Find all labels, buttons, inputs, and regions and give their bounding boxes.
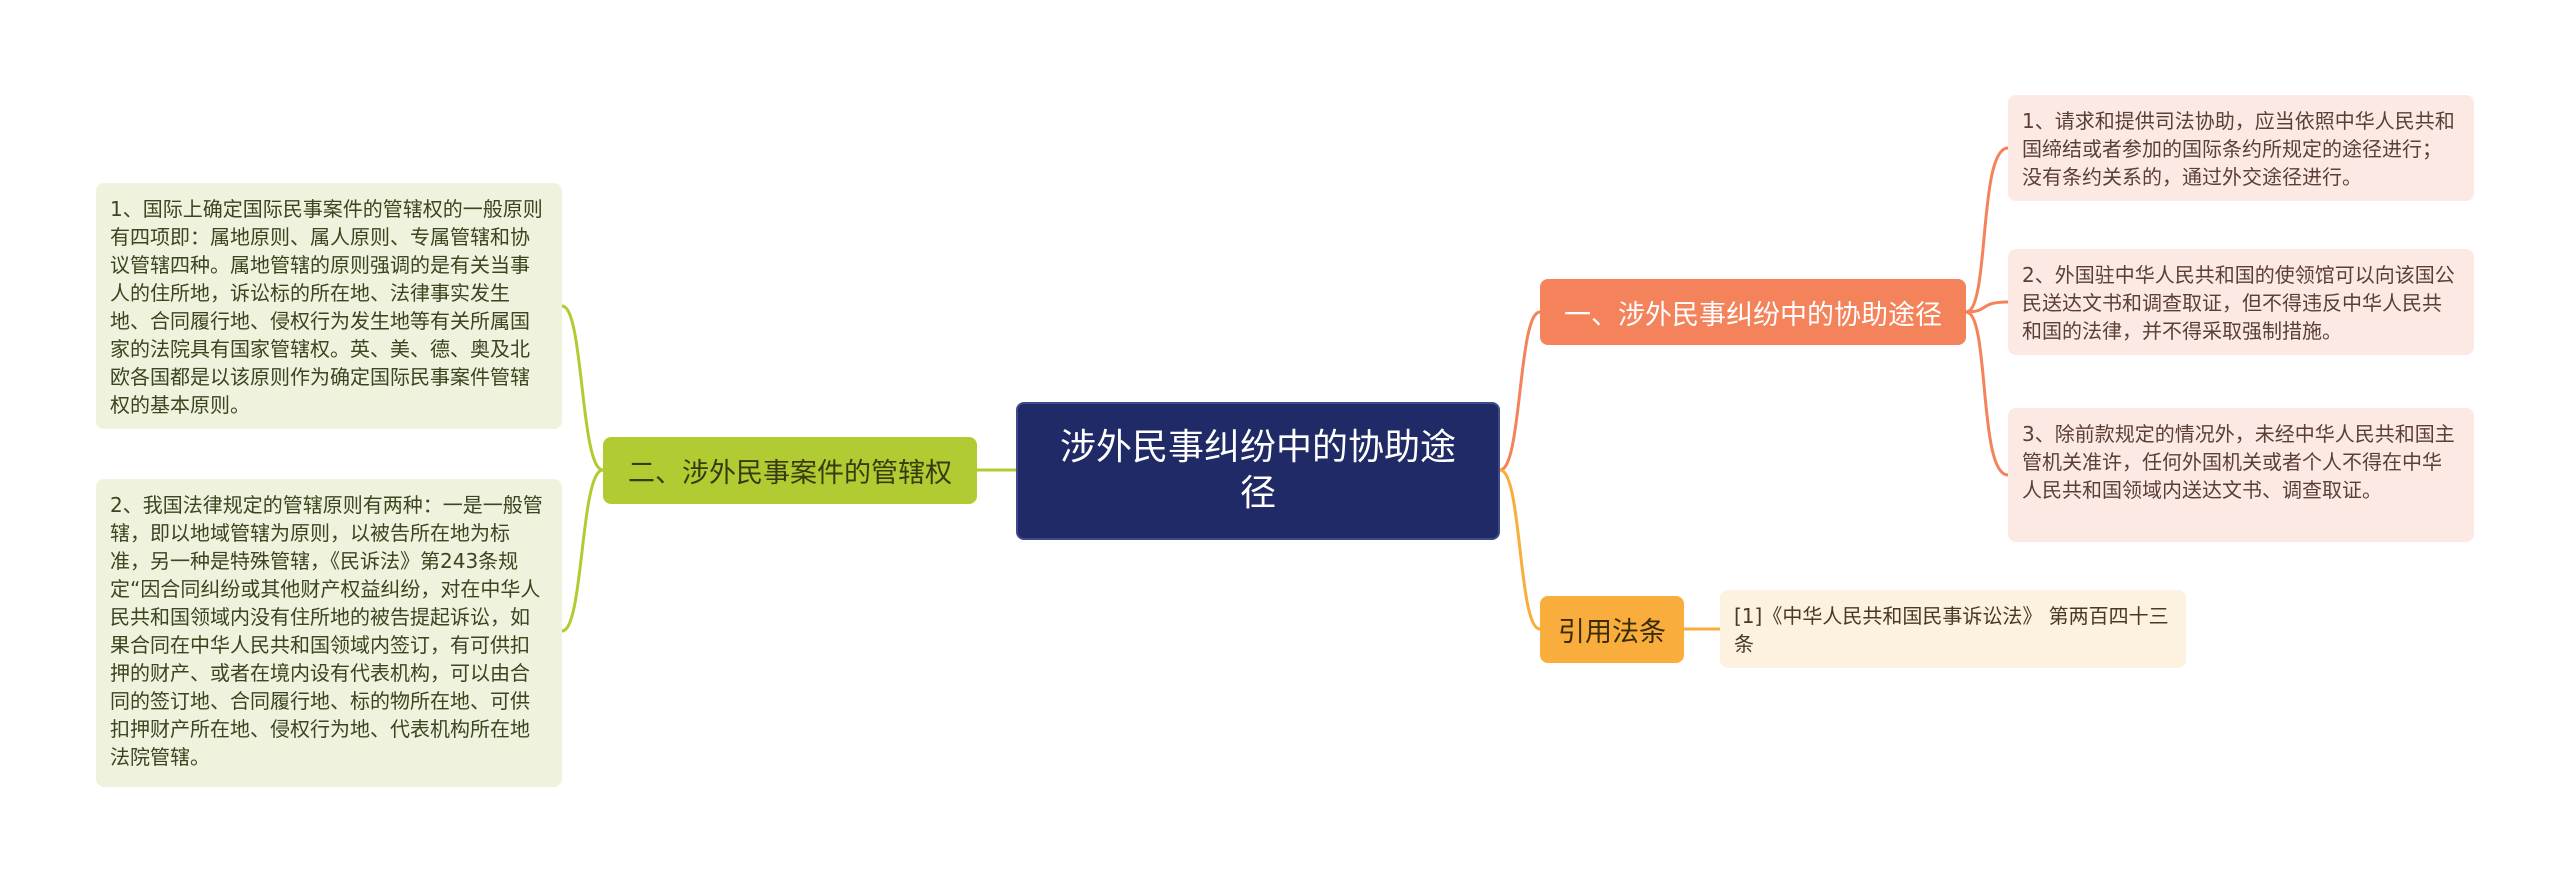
assistance-leaf-1-text: 1、请求和提供司法协助，应当依照中华人民共和国缔结或者参加的国际条约所规定的途径…: [2022, 109, 2455, 189]
assistance-leaf-2[interactable]: 2、外国驻中华人民共和国的使领馆可以向该国公民送达文书和调查取证，但不得违反中华…: [2008, 249, 2474, 355]
branch-citation[interactable]: 引用法条: [1540, 596, 1684, 663]
branch-jurisdiction-label: 二、涉外民事案件的管辖权: [628, 458, 952, 489]
link-jurisdiction-leaf-2: [561, 468, 604, 633]
root-title: 涉外民事纠纷中的协助途径: [1059, 427, 1456, 514]
link-assistance-leaf-1: [1965, 146, 2009, 314]
assistance-leaf-3-text: 3、除前款规定的情况外，未经中华人民共和国主管机关准许，任何外国机关或者个人不得…: [2022, 422, 2455, 502]
link-root-citation: [1499, 468, 1541, 631]
jurisdiction-leaf-2-text: 2、我国法律规定的管辖原则有两种：一是一般管辖，即以地域管辖为原则，以被告所在地…: [110, 493, 543, 769]
citation-leaf-1[interactable]: [1]《中华人民共和国民事诉讼法》 第两百四十三条: [1720, 590, 2186, 668]
root-topic[interactable]: 涉外民事纠纷中的协助途径: [1016, 402, 1500, 540]
link-root-assistance: [1499, 310, 1541, 472]
branch-jurisdiction[interactable]: 二、涉外民事案件的管辖权: [603, 437, 977, 504]
branch-assistance[interactable]: 一、涉外民事纠纷中的协助途径: [1540, 279, 1966, 345]
jurisdiction-leaf-1[interactable]: 1、国际上确定国际民事案件的管辖权的一般原则有四项即：属地原则、属人原则、专属管…: [96, 183, 562, 429]
link-assistance-leaf-3: [1965, 310, 2009, 477]
link-assistance-leaf-2: [1965, 300, 2009, 314]
assistance-leaf-3[interactable]: 3、除前款规定的情况外，未经中华人民共和国主管机关准许，任何外国机关或者个人不得…: [2008, 408, 2474, 542]
assistance-leaf-2-text: 2、外国驻中华人民共和国的使领馆可以向该国公民送达文书和调查取证，但不得违反中华…: [2022, 263, 2455, 343]
citation-leaf-1-text: [1]《中华人民共和国民事诉讼法》 第两百四十三条: [1734, 604, 2169, 656]
assistance-leaf-1[interactable]: 1、请求和提供司法协助，应当依照中华人民共和国缔结或者参加的国际条约所规定的途径…: [2008, 95, 2474, 201]
link-jurisdiction-leaf-1: [561, 304, 604, 472]
branch-assistance-label: 一、涉外民事纠纷中的协助途径: [1564, 299, 1942, 331]
jurisdiction-leaf-1-text: 1、国际上确定国际民事案件的管辖权的一般原则有四项即：属地原则、属人原则、专属管…: [110, 197, 543, 417]
branch-citation-label: 引用法条: [1558, 617, 1666, 648]
jurisdiction-leaf-2[interactable]: 2、我国法律规定的管辖原则有两种：一是一般管辖，即以地域管辖为原则，以被告所在地…: [96, 479, 562, 787]
